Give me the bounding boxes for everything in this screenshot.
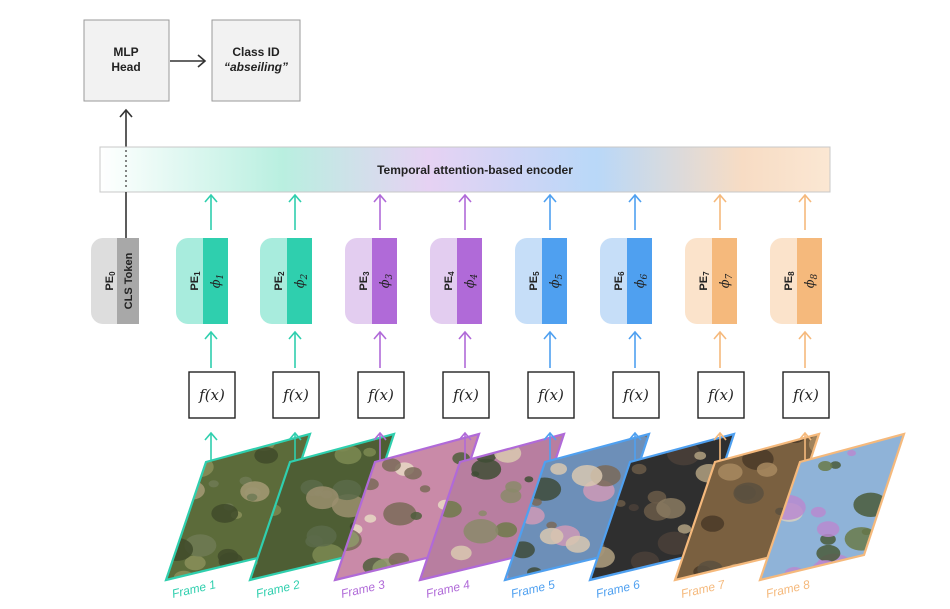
frame-label-4: Frame 4 (425, 577, 472, 601)
arrow-fx-to-embedding-5 (543, 330, 557, 368)
mlp-head-label-line2: Head (111, 60, 140, 74)
fx-label-6: f(x) (622, 386, 649, 404)
arrow-fx-to-embedding-4 (458, 330, 472, 368)
arrow-embedding-to-encoder-7 (713, 193, 727, 230)
feature-extractor-box-7: f(x) (697, 371, 745, 419)
cls-token-group: PE0 CLS Token (91, 192, 139, 324)
phi-label-1: ϕ1 (209, 274, 226, 289)
arrow-embedding-to-encoder-8 (798, 193, 812, 230)
arrow-fx-to-embedding-6 (628, 330, 642, 368)
feature-extractor-box-8: f(x) (782, 371, 830, 419)
fx-label-5: f(x) (537, 386, 564, 404)
frame-label-1: Frame 1 (171, 577, 218, 601)
frame-label-6: Frame 6 (595, 577, 642, 601)
cls-pe-label: PE0 (104, 271, 117, 291)
arrow-encoder-to-mlp (119, 108, 133, 147)
fx-label-4: f(x) (452, 386, 479, 404)
fx-label-3: f(x) (367, 386, 394, 404)
frame-columns: PE1 ϕ1 f(x) Frame 1 PE2 ϕ2 f(x) Frame 2 PE3 ϕ3 f(x… (164, 193, 906, 601)
arrow-embedding-to-encoder-5 (543, 193, 557, 230)
feature-extractor-box-4: f(x) (442, 371, 490, 419)
pe-label-6: PE6 (613, 271, 626, 291)
feature-extractor-box-1: f(x) (188, 371, 236, 419)
phi-label-8: ϕ8 (803, 273, 820, 288)
pe-label-2: PE2 (273, 271, 286, 291)
temporal-encoder-label: Temporal attention-based encoder (377, 163, 573, 177)
phi-embedding-6 (627, 238, 652, 324)
cls-token (117, 238, 139, 324)
phi-embedding-3 (372, 238, 397, 324)
phi-label-7: ϕ7 (718, 273, 735, 288)
pe-label-4: PE4 (443, 271, 456, 291)
arrow-fx-to-embedding-2 (288, 330, 302, 368)
arrow-fx-to-embedding-8 (798, 330, 812, 368)
cls-token-label: CLS Token (123, 252, 135, 309)
frame-label-3: Frame 3 (340, 577, 387, 601)
fx-label-2: f(x) (282, 386, 309, 404)
phi-label-5: ϕ5 (548, 273, 565, 288)
feature-extractor-box-5: f(x) (527, 371, 575, 419)
frame-label-8: Frame 8 (765, 577, 812, 601)
arrow-embedding-to-encoder-6 (628, 193, 642, 230)
frame-label-5: Frame 5 (510, 577, 557, 601)
fx-label-8: f(x) (792, 386, 819, 404)
phi-label-4: ϕ4 (463, 273, 480, 288)
phi-embedding-5 (542, 238, 567, 324)
frame-label-2: Frame 2 (255, 577, 302, 601)
class-id-value: “abseiling” (224, 60, 288, 74)
pe-label-1: PE1 (189, 271, 202, 291)
arrow-embedding-to-encoder-1 (204, 193, 218, 230)
phi-embedding-4 (457, 238, 482, 324)
phi-embedding-7 (712, 238, 737, 324)
phi-embedding-1 (203, 238, 228, 324)
class-id-box: Class ID “abseiling” (211, 19, 301, 102)
arrow-fx-to-embedding-7 (713, 330, 727, 368)
phi-label-2: ϕ2 (293, 273, 310, 288)
arrow-embedding-to-encoder-4 (458, 193, 472, 230)
arrow-embedding-to-encoder-2 (288, 193, 302, 230)
pe-label-5: PE5 (528, 271, 541, 291)
pe-label-7: PE7 (698, 271, 711, 291)
feature-extractor-box-6: f(x) (612, 371, 660, 419)
fx-label-7: f(x) (707, 386, 734, 404)
pe-label-8: PE8 (783, 271, 796, 291)
fx-label-1: f(x) (198, 386, 225, 404)
phi-label-3: ϕ3 (378, 273, 395, 288)
mlp-head-box: MLP Head (83, 19, 170, 102)
arrow-embedding-to-encoder-3 (373, 193, 387, 230)
arrow-fx-to-embedding-1 (204, 330, 218, 368)
class-id-label: Class ID (232, 45, 280, 59)
feature-extractor-box-3: f(x) (357, 371, 405, 419)
pe-label-3: PE3 (358, 271, 371, 291)
arrow-fx-to-embedding-3 (373, 330, 387, 368)
frame-label-7: Frame 7 (680, 577, 728, 601)
arrow-mlp-to-class (170, 54, 207, 68)
phi-embedding-2 (287, 238, 312, 324)
frame-column-8: PE8 ϕ8 f(x) Frame 8 (758, 193, 906, 601)
phi-embedding-8 (797, 238, 822, 324)
phi-label-6: ϕ6 (633, 273, 650, 288)
feature-extractor-box-2: f(x) (272, 371, 320, 419)
mlp-head-label-line1: MLP (113, 45, 138, 59)
temporal-encoder-bar: Temporal attention-based encoder (99, 146, 831, 193)
